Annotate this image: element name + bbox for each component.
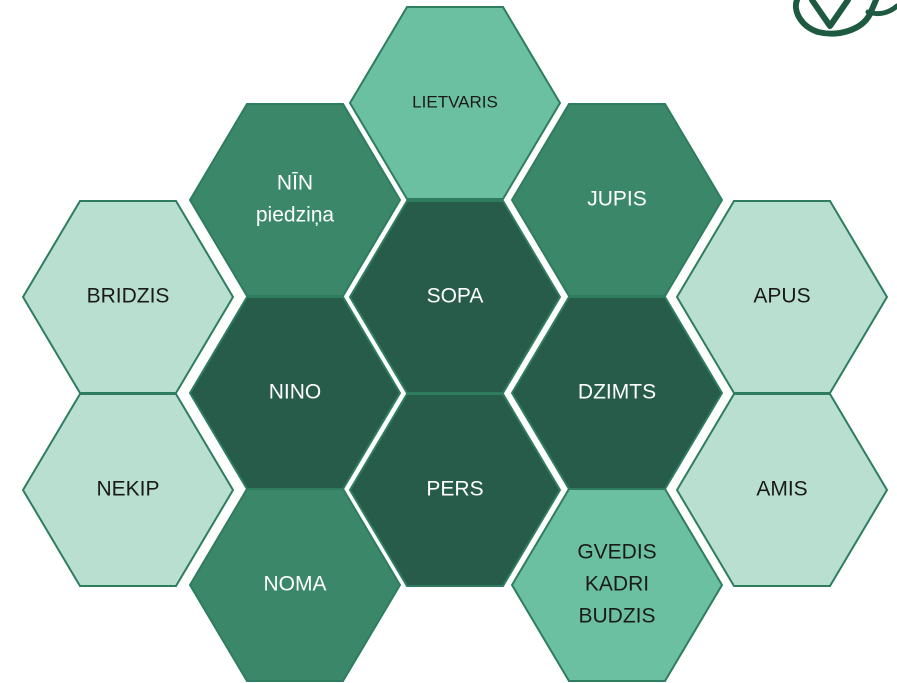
brand-logo-icon <box>793 0 897 37</box>
hex-cell-apus: APUS <box>675 200 889 394</box>
hex-cell-amis: AMIS <box>675 393 889 587</box>
hex-cell-gvedis-kadri-budzis: GVEDIS KADRI BUDZIS <box>510 488 724 682</box>
hexagon-shape <box>188 488 402 682</box>
hex-cell-nin-piedzina: NĪN piedziņa <box>188 103 402 297</box>
hex-cell-pers: PERS <box>348 393 562 587</box>
hex-cell-lietvaris: LIETVARIS <box>348 6 562 200</box>
hex-label: DZIMTS <box>578 381 656 404</box>
hex-cell-bridzis: BRIDZIS <box>21 200 235 394</box>
hex-label: PERS <box>426 478 483 501</box>
hex-label: APUS <box>753 285 810 308</box>
hex-label: BUDZIS <box>578 605 655 628</box>
hex-label: GVEDIS <box>577 541 656 564</box>
hex-label: LIETVARIS <box>412 92 498 111</box>
hex-cell-noma: NOMA <box>188 488 402 682</box>
hexagon-shape <box>21 393 235 587</box>
hex-label: NEKIP <box>96 478 159 501</box>
hexagon-cells: LIETVARIS NĪN piedziņa JUPIS SOPA BRIDZIS APUS… <box>21 6 889 682</box>
hex-label: BRIDZIS <box>87 285 170 308</box>
hexagon-shape <box>510 488 724 682</box>
hex-label: NINO <box>269 381 322 404</box>
hex-label: KADRI <box>585 573 649 596</box>
hex-label: NOMA <box>264 573 327 596</box>
hex-label: NĪN <box>277 172 313 195</box>
hex-label: AMIS <box>756 478 807 501</box>
hexagon-shape <box>675 393 889 587</box>
hexagon-shape <box>348 393 562 587</box>
hex-cell-nekip: NEKIP <box>21 393 235 587</box>
hex-label: SOPA <box>427 285 484 308</box>
hex-cell-jupis: JUPIS <box>510 103 724 297</box>
hex-label: JUPIS <box>587 188 647 211</box>
hex-cell-nino: NINO <box>188 296 402 490</box>
hexagon-shape <box>348 6 562 200</box>
hex-label: piedziņa <box>256 204 335 227</box>
